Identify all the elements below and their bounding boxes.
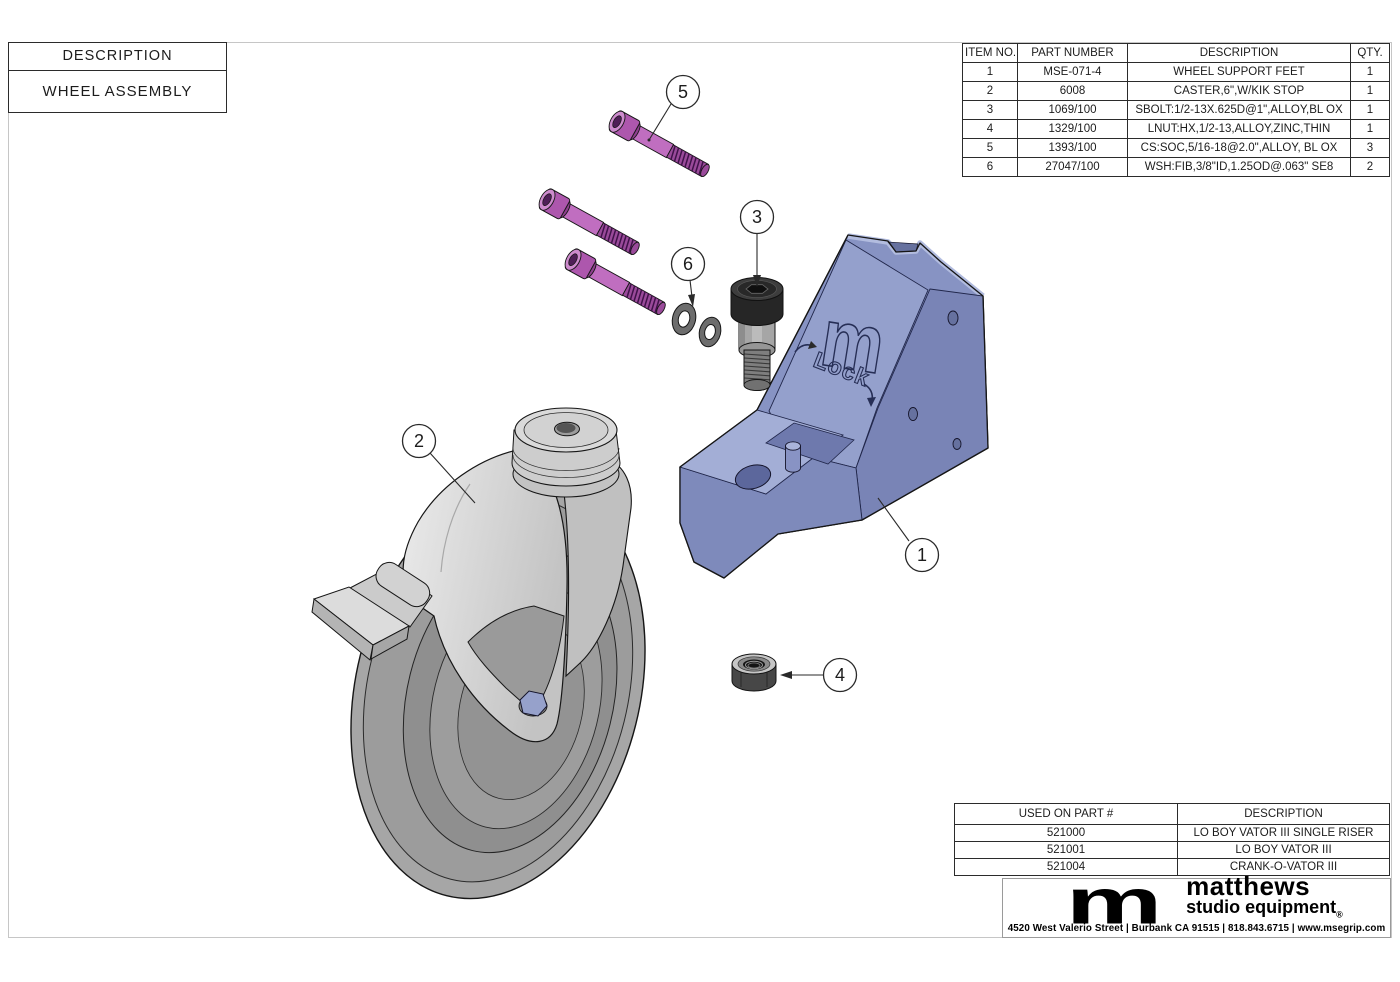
shoulder-bolt-drawing [730, 277, 784, 391]
axle-hex-bolt [519, 690, 548, 717]
used-on-col-description: DESCRIPTION [1177, 803, 1390, 825]
part-number: 1069/100 [1017, 100, 1128, 120]
sheet-border [8, 42, 1392, 938]
socket-cap-screw-1 [605, 107, 715, 183]
balloon-callouts: 5 3 6 2 1 4 [401, 74, 940, 693]
parts-table: ITEM NO. PART NUMBER DESCRIPTION QTY. 1 … [962, 43, 1390, 177]
caster-hub-opening [467, 605, 565, 713]
part-description: WHEEL SUPPORT FEET [1127, 62, 1351, 82]
hex-nut-drawing [731, 653, 777, 692]
parts-table-header-row: ITEM NO. PART NUMBER DESCRIPTION QTY. [962, 43, 1390, 63]
parts-table-row: 1 MSE-071-4 WHEEL SUPPORT FEET 1 [962, 62, 1390, 82]
used-on-description: CRANK-O-VATOR III [1177, 858, 1390, 876]
item-no: 5 [962, 138, 1018, 158]
bracket-hole-1 [947, 310, 959, 326]
balloon-1-number: 1 [917, 545, 927, 565]
balloon-5: 5 [665, 74, 701, 110]
item-no: 2 [962, 81, 1018, 101]
parts-table-row: 6 27047/100 WSH:FIB,3/8"ID,1.25OD@.063" … [962, 157, 1390, 177]
parts-col-qty: QTY. [1350, 43, 1390, 63]
hex-socket-icon [745, 284, 769, 294]
logo-box: m matthews studio equipment® 4520 West V… [1002, 865, 1391, 938]
bracket-pocket [765, 422, 855, 465]
bracket-hole-3 [952, 438, 962, 450]
parts-table-row: 4 1329/100 LNUT:HX,1/2-13,ALLOY,ZINC,THI… [962, 119, 1390, 139]
item-no: 3 [962, 100, 1018, 120]
part-description: CS:SOC,5/16-18@2.0",ALLOY, BL OX [1127, 138, 1351, 158]
used-on-row: 521001 LO BOY VATOR III [954, 841, 1390, 859]
balloon-6: 6 [670, 246, 706, 282]
qty: 1 [1350, 62, 1390, 82]
matthews-m-logo-icon: m [1065, 865, 1163, 938]
used-on-header-row: USED ON PART # DESCRIPTION [954, 803, 1390, 825]
part-number: 6008 [1017, 81, 1128, 101]
logo-address: 4520 West Valerio Street | Burbank CA 91… [1007, 923, 1386, 934]
caster-swivel-cup [511, 407, 621, 498]
fiber-washer-1 [671, 302, 697, 336]
used-on-part-number: 521000 [954, 824, 1178, 842]
balloon-1: 1 [904, 537, 940, 573]
title-block-header: DESCRIPTION [9, 43, 226, 71]
parts-col-description: DESCRIPTION [1127, 43, 1351, 63]
part-number: 1329/100 [1017, 119, 1128, 139]
parts-table-row: 5 1393/100 CS:SOC,5/16-18@2.0",ALLOY, BL… [962, 138, 1390, 158]
title-block: DESCRIPTION WHEEL ASSEMBLY [8, 42, 227, 113]
parts-table-row: 3 1069/100 SBOLT:1/2-13X.625D@1",ALLOY,B… [962, 100, 1390, 120]
bracket-hole-2 [908, 407, 918, 421]
wheel-support-foot-drawing: m Lock [679, 233, 989, 579]
parts-col-item-no: ITEM NO. [962, 43, 1018, 63]
used-on-row: 521000 LO BOY VATOR III SINGLE RISER [954, 824, 1390, 842]
part-description: WSH:FIB,3/8"ID,1.25OD@.063" SE8 [1127, 157, 1351, 177]
part-number: 27047/100 [1017, 157, 1128, 177]
used-on-part-number: 521001 [954, 841, 1178, 859]
part-number: 1393/100 [1017, 138, 1128, 158]
used-on-description: LO BOY VATOR III [1177, 841, 1390, 859]
qty: 3 [1350, 138, 1390, 158]
item-no: 4 [962, 119, 1018, 139]
logo-row: m matthews studio equipment® [1050, 865, 1343, 938]
item-no: 1 [962, 62, 1018, 82]
balloon-5-number: 5 [678, 82, 688, 102]
used-on-row: 521004 CRANK-O-VATOR III [954, 858, 1390, 876]
qty: 2 [1350, 157, 1390, 177]
logo-name: matthews [1186, 870, 1311, 901]
part-description: SBOLT:1/2-13X.625D@1",ALLOY,BL OX [1127, 100, 1351, 120]
used-on-description: LO BOY VATOR III SINGLE RISER [1177, 824, 1390, 842]
bracket-foot-hole [734, 464, 772, 490]
part-description: LNUT:HX,1/2-13,ALLOY,ZINC,THIN [1127, 119, 1351, 139]
qty: 1 [1350, 100, 1390, 120]
part-number: MSE-071-4 [1017, 62, 1128, 82]
qty: 1 [1350, 81, 1390, 101]
balloon-4: 4 [822, 657, 858, 693]
bracket-pocket-pin [785, 441, 801, 451]
used-on-col-part: USED ON PART # [954, 803, 1178, 825]
parts-col-part-number: PART NUMBER [1017, 43, 1128, 63]
balloon-4-number: 4 [835, 665, 845, 685]
bracket-m-engraving: m [815, 292, 891, 392]
balloon-6-number: 6 [683, 254, 693, 274]
balloon-2: 2 [401, 423, 437, 459]
parts-table-row: 2 6008 CASTER,6",W/KIK STOP 1 [962, 81, 1390, 101]
caster-brake-pedal [311, 561, 433, 661]
item-no: 6 [962, 157, 1018, 177]
balloon-3: 3 [739, 199, 775, 235]
caster-fork-side [559, 457, 632, 678]
registered-mark: ® [1336, 910, 1343, 920]
used-on-part-number: 521004 [954, 858, 1178, 876]
title-block-value: WHEEL ASSEMBLY [42, 83, 193, 100]
socket-cap-screw-2 [535, 185, 645, 261]
fiber-washer-2 [698, 316, 722, 348]
socket-cap-screw-3 [561, 245, 671, 321]
balloon-3-number: 3 [752, 207, 762, 227]
used-on-table: USED ON PART # DESCRIPTION 521000 LO BOY… [954, 803, 1390, 876]
logo-subtitle: studio equipment® [1186, 897, 1343, 920]
balloon-2-number: 2 [414, 431, 424, 451]
part-description: CASTER,6",W/KIK STOP [1127, 81, 1351, 101]
qty: 1 [1350, 119, 1390, 139]
caster-drawing [311, 407, 646, 900]
